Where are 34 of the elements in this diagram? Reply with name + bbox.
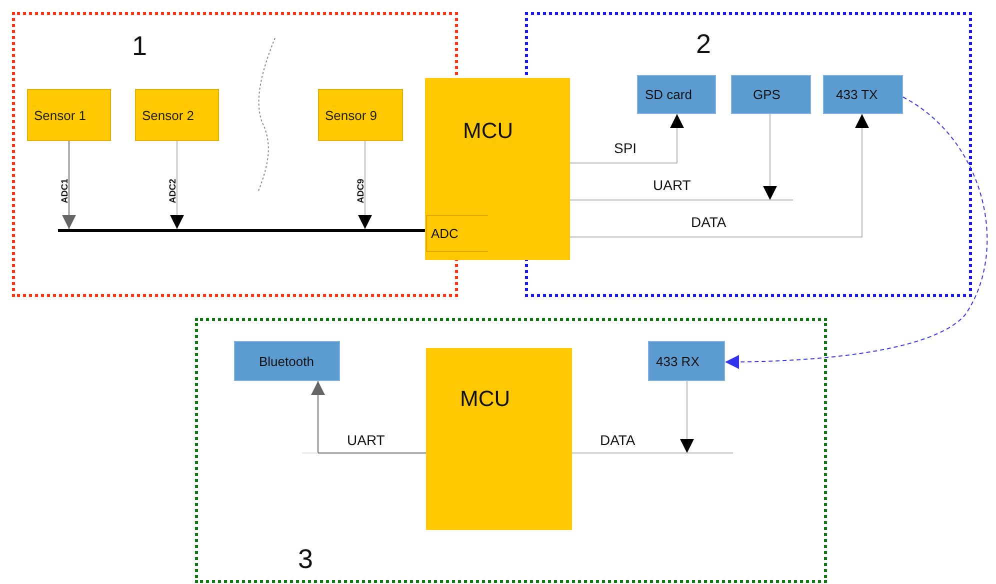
group-number: 1 <box>132 31 148 62</box>
edge-label: UART <box>652 178 692 194</box>
module-box: GPS <box>731 75 811 114</box>
edge-label: SPI <box>613 141 638 156</box>
module-box: 433 RX <box>648 341 725 381</box>
bus-line <box>58 229 426 232</box>
edge-label: ADC1 <box>60 178 70 204</box>
mcu-block <box>425 78 570 260</box>
edge-label: ADC9 <box>356 178 366 204</box>
arrow <box>62 140 76 230</box>
block-title: MCU <box>460 386 510 412</box>
group-frame <box>525 12 972 297</box>
arrow <box>170 140 184 230</box>
block-title: MCU <box>463 118 514 144</box>
sensor-box: Sensor 9 <box>318 89 403 141</box>
sensor-box: Sensor 1 <box>27 89 111 141</box>
module-box: Bluetooth <box>234 341 340 381</box>
group-number: 3 <box>298 544 314 575</box>
arrow <box>724 96 988 369</box>
arrow <box>570 114 869 238</box>
edge-label: ADC2 <box>168 178 178 204</box>
group-frame <box>195 318 827 583</box>
arrow <box>311 380 426 454</box>
adc-block: ADC <box>426 215 488 252</box>
arrow <box>358 140 372 230</box>
sensor-box: Sensor 2 <box>135 89 219 141</box>
group-number: 2 <box>696 29 712 60</box>
module-box: 433 TX <box>823 75 903 114</box>
arrow <box>570 114 684 164</box>
edge-label: UART <box>346 433 386 448</box>
arrow <box>763 114 777 200</box>
module-box: SD card <box>637 75 716 114</box>
mcu-block <box>426 348 572 530</box>
arrow <box>680 380 694 454</box>
